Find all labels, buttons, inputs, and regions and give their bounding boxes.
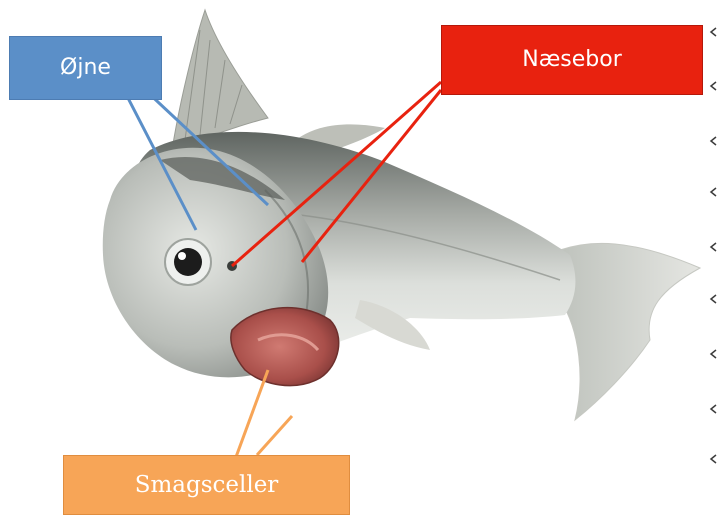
fish-eye <box>165 239 211 285</box>
eyes-label: Øjne <box>9 36 162 100</box>
taste-cells-label: Smagsceller <box>63 455 350 515</box>
tail-fin <box>560 243 700 420</box>
edge-arrow-marks <box>711 28 716 463</box>
nostrils-label: Næsebor <box>441 25 703 95</box>
